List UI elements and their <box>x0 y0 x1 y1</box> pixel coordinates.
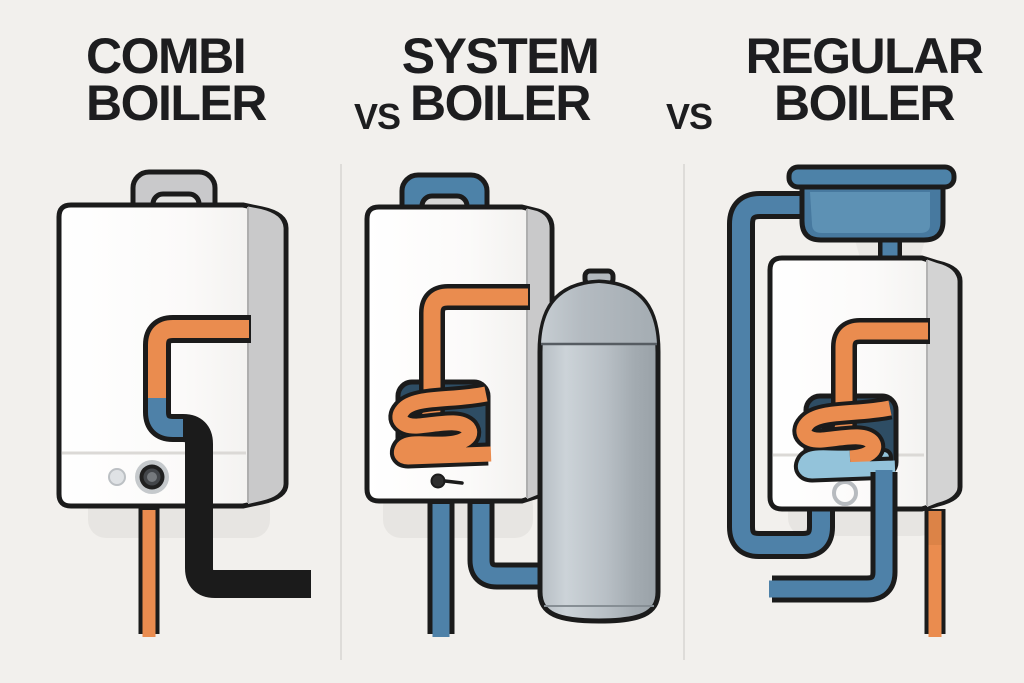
regular-exchanger-coil <box>792 396 896 483</box>
combi-boiler-illustration <box>56 169 311 637</box>
system-boiler-illustration <box>364 172 661 637</box>
panel-divider-1 <box>340 164 342 660</box>
vs-label-1: VS <box>353 96 401 137</box>
regular-header-tank <box>786 164 957 243</box>
cylinder-dome <box>541 283 657 344</box>
title-line: SYSTEM <box>401 28 600 84</box>
combi-cold-pipe <box>148 398 183 437</box>
title-line: BOILER <box>410 75 591 131</box>
title-system-boiler: SYSTEM BOILER <box>380 31 620 131</box>
regular-feed-pipe <box>727 191 835 559</box>
vs-label-2: VS <box>665 96 713 137</box>
combi-boiler-side-panel <box>248 206 283 504</box>
combi-hot-pipe <box>148 320 249 399</box>
regular-cold-pipe-bottom <box>769 470 898 603</box>
combi-control-dial <box>135 460 169 494</box>
title-regular-boiler: REGULAR BOILER <box>742 31 986 131</box>
cylinder-body <box>537 279 661 624</box>
title-line: COMBI <box>86 28 247 84</box>
regular-inspection-port <box>832 480 858 506</box>
regular-boiler-illustration <box>727 164 963 637</box>
regular-boiler-side-panel <box>927 259 957 507</box>
system-exchanger-coil <box>388 382 492 469</box>
title-line: BOILER <box>86 75 267 131</box>
title-line: REGULAR <box>745 28 984 84</box>
system-cylinder-pipe <box>467 502 545 590</box>
title-line: BOILER <box>774 75 955 131</box>
combi-status-light <box>108 468 126 486</box>
system-hot-water-cylinder <box>537 268 661 624</box>
combi-internal-pipe <box>143 315 311 598</box>
system-control-knob <box>430 473 464 489</box>
combi-boiler-body <box>56 202 289 509</box>
title-combi-boiler: COMBI BOILER <box>86 31 267 131</box>
panel-divider-2 <box>683 164 685 660</box>
